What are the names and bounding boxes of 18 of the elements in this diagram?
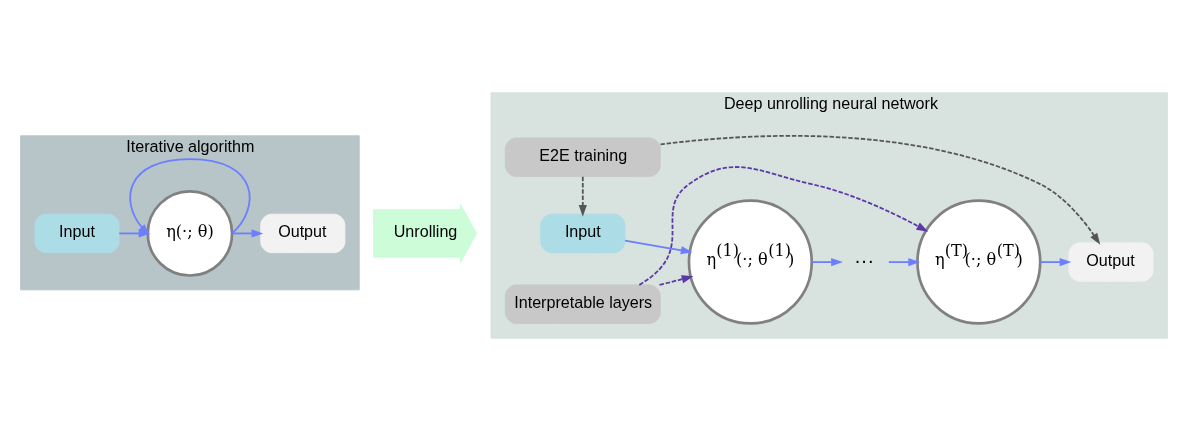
node-text: ···: [854, 249, 874, 272]
arrow: [810, 258, 843, 267]
node-box: Input: [540, 213, 626, 254]
arrow: [638, 166, 929, 286]
arrow: [624, 239, 693, 255]
node-box: Output: [1068, 242, 1154, 282]
node-box: Output: [260, 213, 346, 254]
arrow: [118, 229, 151, 238]
arrow: [659, 135, 1101, 245]
node-box: Input: [34, 213, 120, 254]
node-box: Interpretable layers: [504, 284, 661, 324]
node-circle: η(·; θ): [146, 189, 234, 277]
arrow: [887, 258, 920, 267]
node-box: E2E training: [504, 137, 661, 177]
arrow: [658, 275, 694, 286]
arrow: [578, 175, 587, 217]
arrow: [1039, 258, 1072, 267]
arrow: [231, 229, 264, 238]
